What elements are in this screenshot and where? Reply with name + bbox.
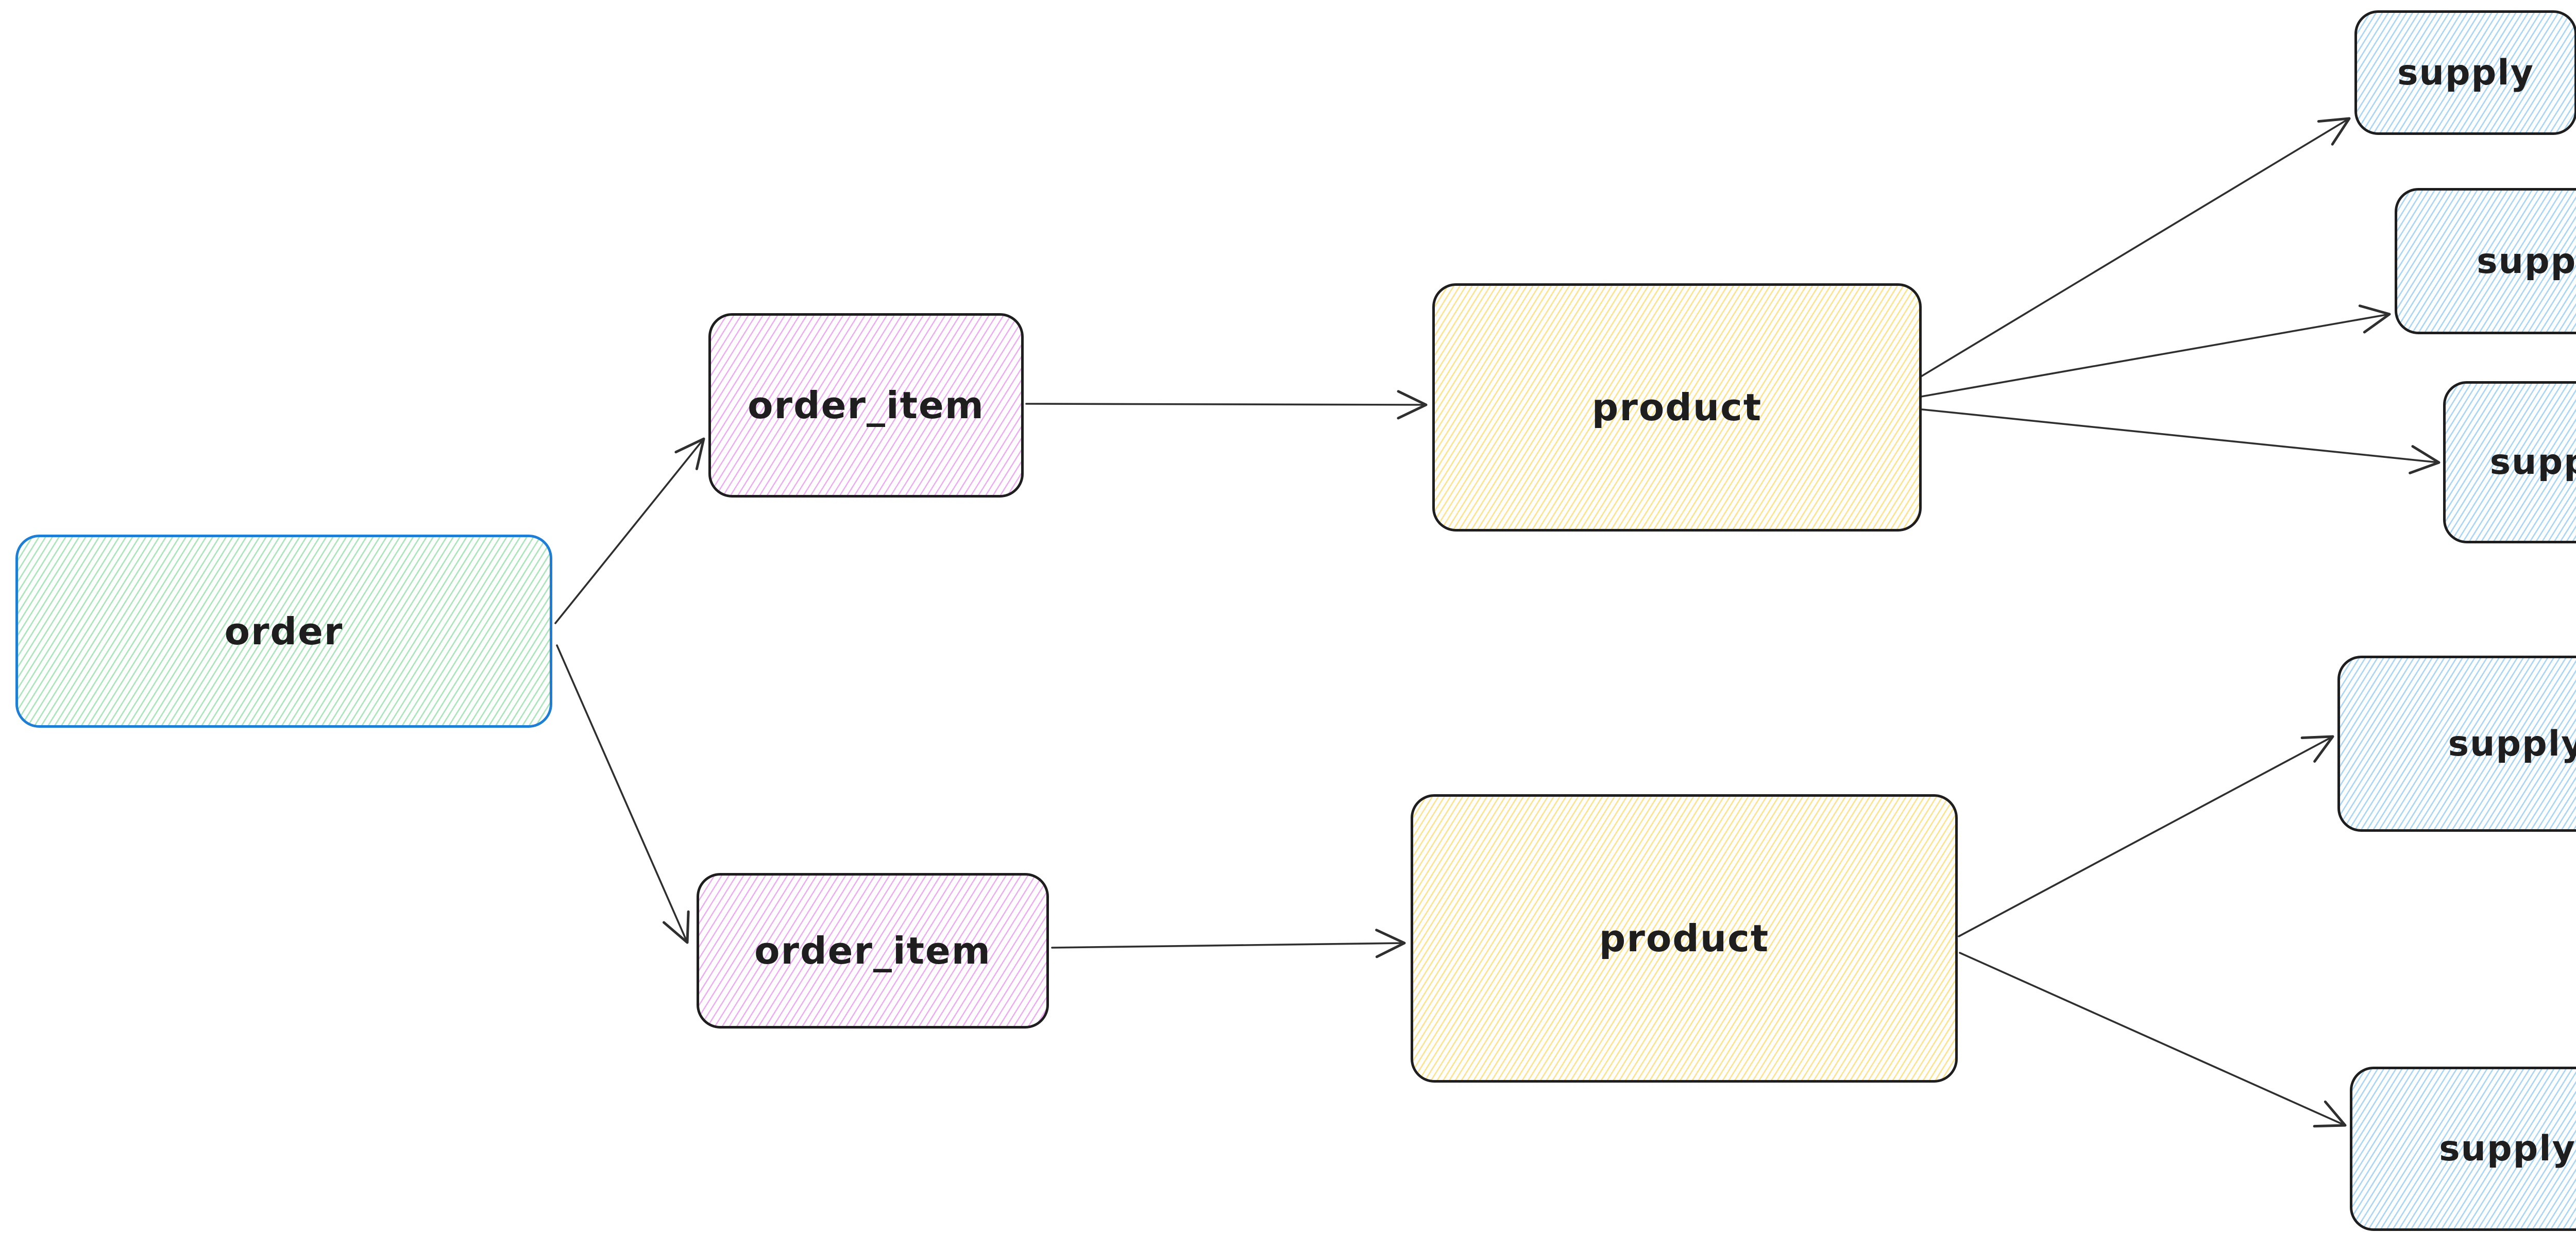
node-product-2-label: product	[1599, 917, 1770, 960]
node-order[interactable]: order	[15, 535, 552, 728]
node-order-item-2-label: order_item	[754, 929, 991, 972]
node-supply-1[interactable]: supply	[2354, 10, 2576, 135]
node-supply-5[interactable]: supply	[2350, 1067, 2576, 1231]
node-supply-1-label: supply	[2397, 52, 2534, 93]
node-supply-4-label: supply	[2448, 723, 2576, 764]
node-supply-3-label: supply	[2489, 442, 2576, 483]
node-supply-2-label: supply	[2477, 241, 2576, 282]
edge-product-1-to-supply-1[interactable]	[1919, 117, 2351, 378]
node-product-1-label: product	[1591, 386, 1762, 429]
node-supply-4[interactable]: supply	[2337, 656, 2576, 832]
node-product-1[interactable]: product	[1432, 283, 1922, 532]
edge-product-2-to-supply-4[interactable]	[1958, 735, 2334, 937]
node-order-item-2[interactable]: order_item	[697, 873, 1049, 1029]
edge-order-item-1-to-product-1[interactable]	[1025, 390, 1428, 420]
edge-product-1-to-supply-2[interactable]	[1920, 304, 2391, 398]
edge-order-to-order-item-1[interactable]	[554, 437, 705, 624]
edge-product-2-to-supply-5[interactable]	[1959, 952, 2347, 1128]
edge-order-item-2-to-product-2[interactable]	[1051, 929, 1406, 958]
node-supply-5-label: supply	[2439, 1128, 2576, 1169]
node-supply-3[interactable]: supply	[2443, 381, 2576, 543]
edge-product-1-to-supply-3[interactable]	[1921, 408, 2441, 474]
node-order-item-1-label: order_item	[748, 384, 985, 427]
node-order-label: order	[224, 609, 344, 653]
node-product-2[interactable]: product	[1411, 794, 1958, 1083]
node-order-item-1[interactable]: order_item	[708, 313, 1024, 498]
node-supply-2[interactable]: supply	[2395, 188, 2576, 334]
edge-order-to-order-item-2[interactable]	[556, 644, 690, 944]
